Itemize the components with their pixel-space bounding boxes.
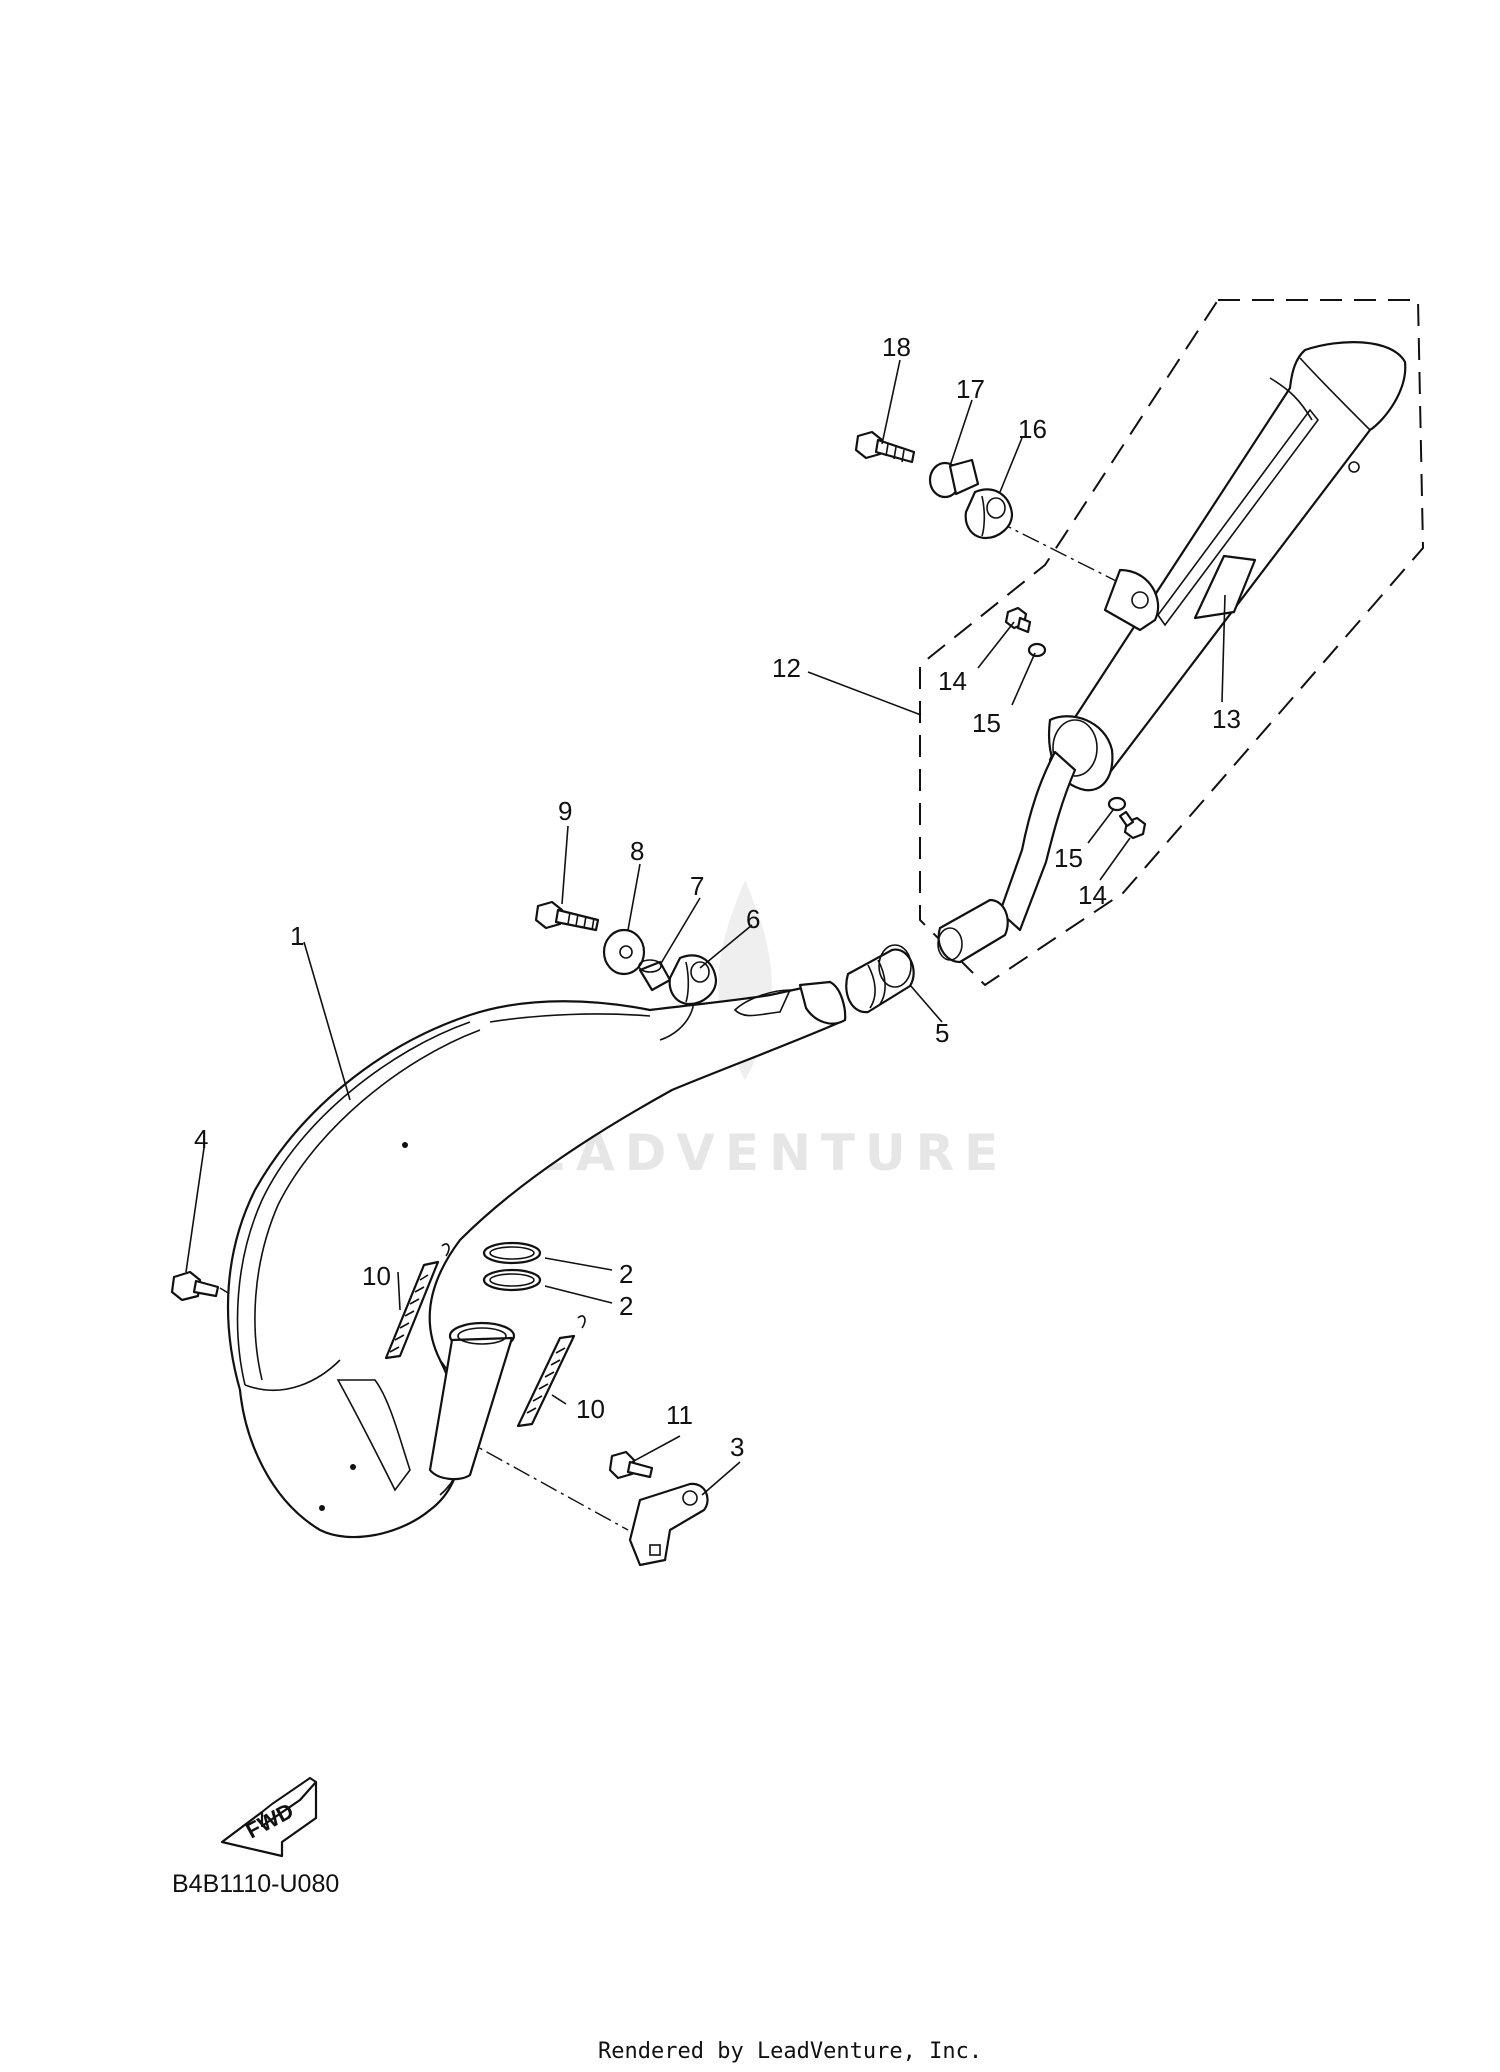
callout-14-lower: 14 [1078, 880, 1107, 910]
callout-14-upper: 14 [938, 666, 967, 696]
screw-14-lower [1118, 810, 1147, 840]
fwd-arrow-icon: FWD [220, 1776, 318, 1858]
callout-7: 7 [690, 871, 704, 901]
washer-15-upper [1027, 642, 1047, 658]
callout-3: 3 [730, 1432, 744, 1462]
bolt-4 [170, 1270, 220, 1302]
damper-16 [964, 488, 1014, 540]
collar-17 [928, 458, 980, 499]
damper-6 [668, 954, 718, 1006]
callout-11: 11 [666, 1400, 693, 1430]
callout-8: 8 [630, 836, 644, 866]
bracket-3 [628, 1482, 709, 1567]
bolt-axis-line-16 [994, 519, 1139, 593]
collar-7 [638, 959, 672, 992]
callout-10-right: 10 [576, 1394, 605, 1424]
manifold-joint [428, 1321, 516, 1481]
o-ring-upper [482, 1241, 542, 1265]
exhaust-spring-left [384, 1243, 450, 1360]
callout-4: 4 [194, 1124, 208, 1154]
rendered-by-credit: Rendered by LeadVenture, Inc. [598, 2039, 982, 2064]
callout-5: 5 [935, 1018, 949, 1048]
callout-2-upper: 2 [619, 1259, 633, 1289]
callout-1: 1 [290, 921, 304, 951]
silencer-12 [937, 341, 1407, 964]
exhaust-pipe-chamber [226, 980, 847, 1539]
silencer-joint-5 [845, 944, 915, 1014]
leader-lines [185, 359, 1226, 1496]
callout-9: 9 [558, 796, 572, 826]
callout-17: 17 [956, 374, 985, 404]
diagram-code: B4B1110-U080 [172, 1870, 339, 1898]
bolt-18 [854, 430, 916, 464]
bolt-11 [608, 1450, 654, 1480]
washer-15-lower [1107, 796, 1127, 812]
callout-15-upper: 15 [972, 708, 1001, 738]
callout-10-left: 10 [362, 1261, 391, 1291]
callout-2-lower: 2 [619, 1291, 633, 1321]
callout-16: 16 [1018, 414, 1047, 444]
callout-15-lower: 15 [1054, 843, 1083, 873]
bolt-9 [534, 900, 600, 932]
callout-13: 13 [1212, 704, 1241, 734]
callout-6: 6 [746, 904, 760, 934]
washer-8 [602, 928, 646, 976]
muffler-assembly-boundary [919, 299, 1425, 987]
exhaust-spring-right [516, 1315, 586, 1428]
o-ring-lower [482, 1268, 542, 1292]
callout-18: 18 [882, 332, 911, 362]
screw-14-upper [1004, 606, 1032, 634]
callouts: 1 2 2 3 4 5 6 7 8 9 10 10 11 12 13 14 14… [194, 332, 1241, 1462]
callout-12: 12 [772, 653, 801, 683]
